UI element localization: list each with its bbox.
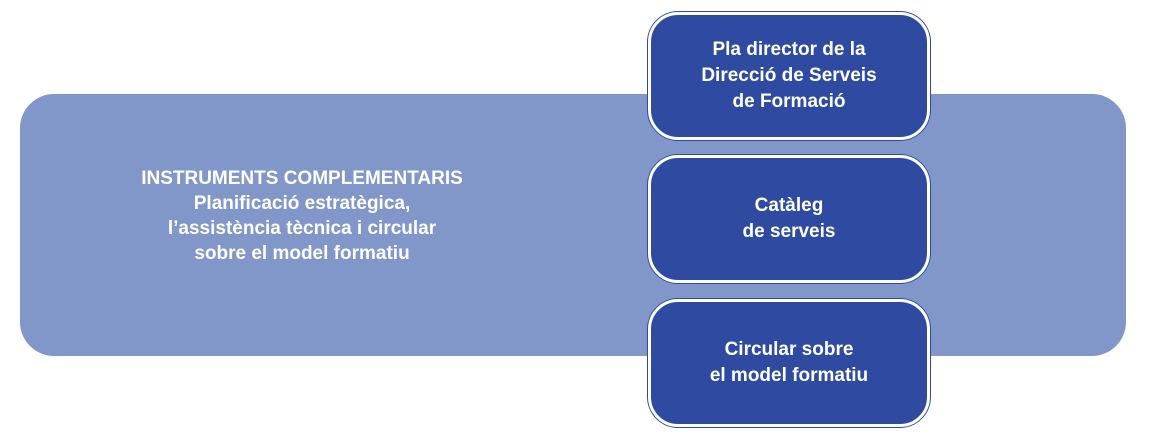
panel-line-1: Planificació estratègica,: [193, 193, 411, 214]
panel-line-2: l’assistència tècnica i circular: [167, 218, 437, 239]
panel-line-3: sobre el model formatiu: [194, 243, 410, 264]
panel-text: INSTRUMENTS COMPLEMENTARIS Planificació …: [92, 166, 512, 266]
pla-director-box: Pla director de la Direcció de Serveis d…: [648, 12, 930, 140]
box-line: de Formació: [732, 91, 846, 112]
circular-model-formatiu-box: Circular sobre el model formatiu: [648, 299, 930, 427]
box-line: Direcció de Serveis: [701, 65, 877, 86]
panel-title: INSTRUMENTS COMPLEMENTARIS: [141, 168, 463, 189]
cataleg-serveis-box: Catàleg de serveis: [648, 155, 930, 283]
box-line: de serveis: [742, 221, 836, 242]
box-line: Catàleg: [754, 195, 824, 216]
complementary-instruments-panel: [20, 94, 1126, 356]
box-line: Pla director de la: [712, 39, 866, 60]
box-line: el model formatiu: [709, 365, 869, 386]
box-line: Circular sobre: [724, 339, 854, 360]
